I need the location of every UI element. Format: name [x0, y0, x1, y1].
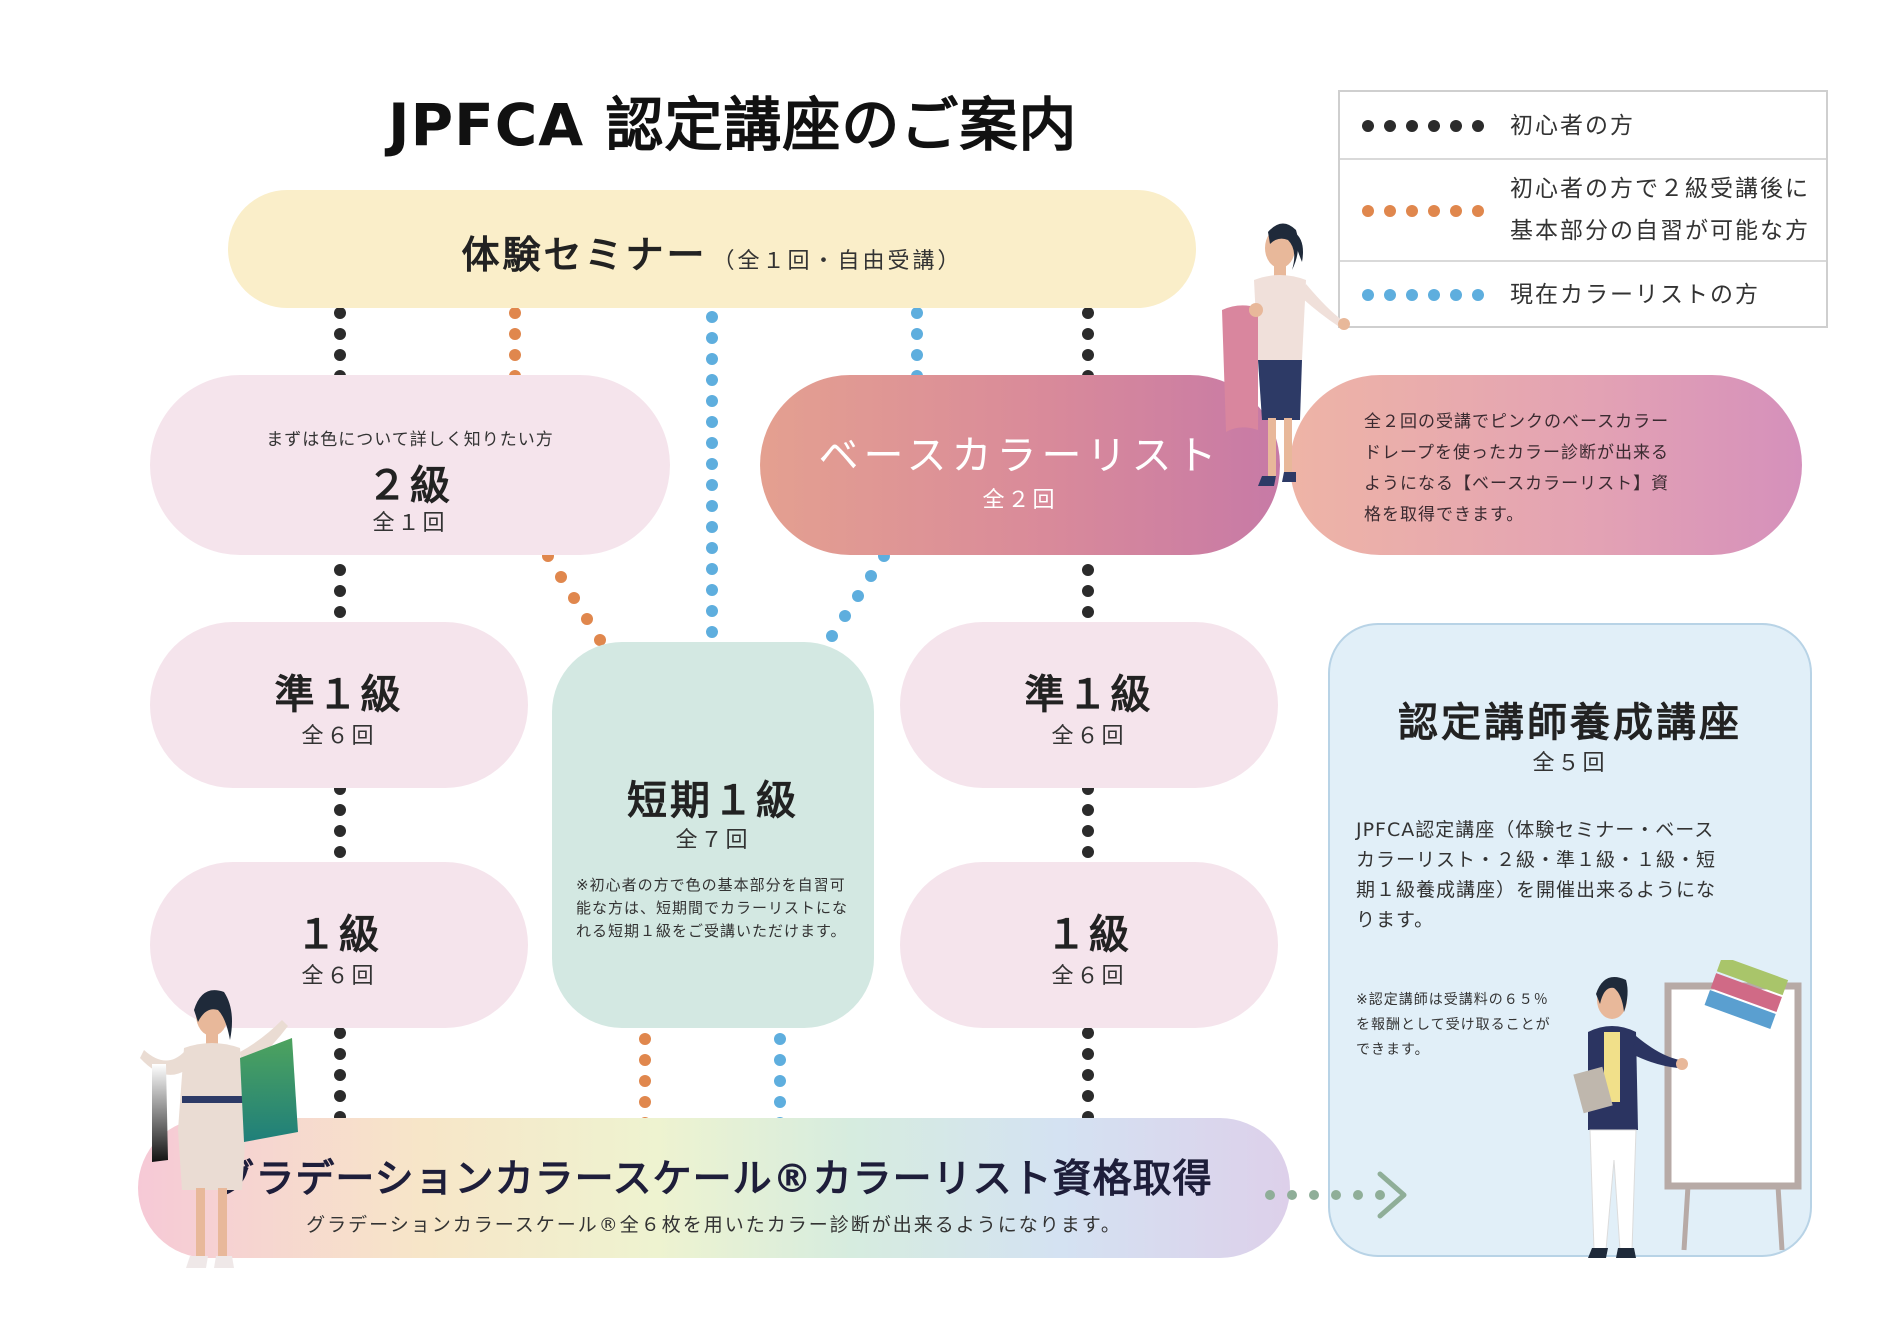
legend-orange-dots: [1362, 205, 1484, 217]
base-colorist-count: 全２回: [982, 488, 1058, 513]
base-colorist-title: ベースカラーリスト: [818, 433, 1222, 479]
trial-seminar-sub: （全１回・自由受講）: [712, 249, 963, 274]
legend-label-beginner: 初心者の方: [1510, 113, 1635, 139]
base-desc-line-4: 格を取得できます。: [1364, 505, 1525, 525]
grade2-box: まずは色について詳しく知りたい方 ２級 全１回: [150, 375, 670, 555]
grade1-left-title: １級: [296, 912, 382, 958]
trainer-desc-line-2: カラーリスト・２級・準１級・１級・短: [1356, 849, 1717, 871]
arrow-right-icon: [1265, 1171, 1407, 1219]
trainer-desc-line-4: ります。: [1356, 909, 1435, 931]
dots-short-to-final-blue: [774, 1012, 786, 1129]
short-grade1-box: 短期１級 全７回 ※初心者の方で色の基本部分を自習可 能な方は、短期間でカラーリ…: [552, 642, 874, 1028]
woman-with-scarves-icon: [140, 990, 298, 1268]
final-qualification-title: グラデーションカラースケール®カラーリスト資格取得: [215, 1157, 1213, 1202]
trainer-note-line-3: できます。: [1356, 1042, 1430, 1058]
legend-black-dots: [1362, 120, 1484, 132]
legend: 初心者の方 初心者の方で２級受講後に 基本部分の自習が可能な方 現在カラーリスト…: [1338, 90, 1828, 328]
woman-with-drape-icon: [1222, 223, 1350, 486]
base-desc-line-3: ようになる【ベースカラーリスト】資: [1364, 474, 1670, 494]
trainer-course-count: 全５回: [1532, 751, 1608, 776]
short-grade1-count: 全７回: [675, 828, 751, 853]
legend-row-self-study: 初心者の方で２級受講後に 基本部分の自習が可能な方: [1340, 160, 1826, 262]
trainer-desc-line-1: JPFCA認定講座（体験セミナー・ベース: [1356, 819, 1715, 841]
grade1-right-count: 全６回: [1051, 964, 1127, 989]
semi1-right-box: 準１級 全６回: [900, 622, 1278, 788]
legend-row-beginner: 初心者の方: [1340, 92, 1826, 160]
semi1-left-title: 準１級: [274, 672, 404, 718]
trainer-note-line-2: を報酬として受け取ることが: [1356, 1017, 1551, 1033]
semi1-right-title: 準１級: [1024, 672, 1154, 718]
trial-seminar-title: 体験セミナー: [461, 233, 708, 277]
final-qualification-box: グラデーションカラースケール®カラーリスト資格取得 グラデーションカラースケール…: [138, 1118, 1290, 1258]
short-note-line-3: れる短期１級をご受講いただけます。: [576, 922, 847, 940]
short-grade1-title: 短期１級: [627, 778, 799, 824]
woman-presenting-board-icon: [1573, 960, 1802, 1258]
dots-trial-to-short-blue: [706, 290, 718, 674]
grade2-count: 全１回: [372, 511, 448, 536]
short-note-line-2: 能な方は、短期間でカラーリストにな: [576, 899, 849, 917]
grade1-right-box: １級 全６回: [900, 862, 1278, 1028]
trainer-desc-line-3: 期１級養成講座）を開催出来るようにな: [1356, 879, 1717, 901]
semi1-left-count: 全６回: [301, 724, 377, 749]
grade2-note: まずは色について詳しく知りたい方: [266, 430, 554, 450]
trainer-course-box: 認定講師養成講座 全５回 JPFCA認定講座（体験セミナー・ベース カラーリスト…: [1328, 623, 1812, 1257]
legend-label-self-study-2: 基本部分の自習が可能な方: [1510, 218, 1810, 244]
base-desc-line-1: 全２回の受講でピンクのベースカラー: [1364, 412, 1670, 432]
base-colorist-box: ベースカラーリスト 全２回: [760, 375, 1280, 555]
grade2-title: ２級: [367, 463, 453, 509]
trial-seminar-box: 体験セミナー （全１回・自由受講）: [228, 190, 1196, 308]
semi1-left-box: 準１級 全６回: [150, 622, 528, 788]
legend-label-self-study-1: 初心者の方で２級受講後に: [1510, 176, 1810, 202]
short-note-line-1: ※初心者の方で色の基本部分を自習可: [576, 876, 846, 894]
final-qualification-sub: グラデーションカラースケール®全６枚を用いたカラー診断が出来るようになります。: [306, 1214, 1122, 1236]
legend-label-current: 現在カラーリストの方: [1510, 282, 1760, 308]
grade1-right-title: １級: [1046, 912, 1132, 958]
dots-short-to-final-orange: [639, 1012, 651, 1129]
page-title: JPFCA 認定講座のご案内: [388, 91, 1078, 159]
legend-blue-dots: [1362, 289, 1484, 301]
base-desc-line-2: ドレープを使ったカラー診断が出来る: [1364, 443, 1669, 463]
base-colorist-description-box: 全２回の受講でピンクのベースカラー ドレープを使ったカラー診断が出来る ようにな…: [1290, 375, 1802, 555]
semi1-right-count: 全６回: [1051, 724, 1127, 749]
trainer-note-line-1: ※認定講師は受講料の６５％: [1356, 992, 1549, 1008]
legend-row-current: 現在カラーリストの方: [1340, 262, 1826, 328]
grade1-left-count: 全６回: [301, 964, 377, 989]
trainer-course-title: 認定講師養成講座: [1398, 700, 1742, 746]
